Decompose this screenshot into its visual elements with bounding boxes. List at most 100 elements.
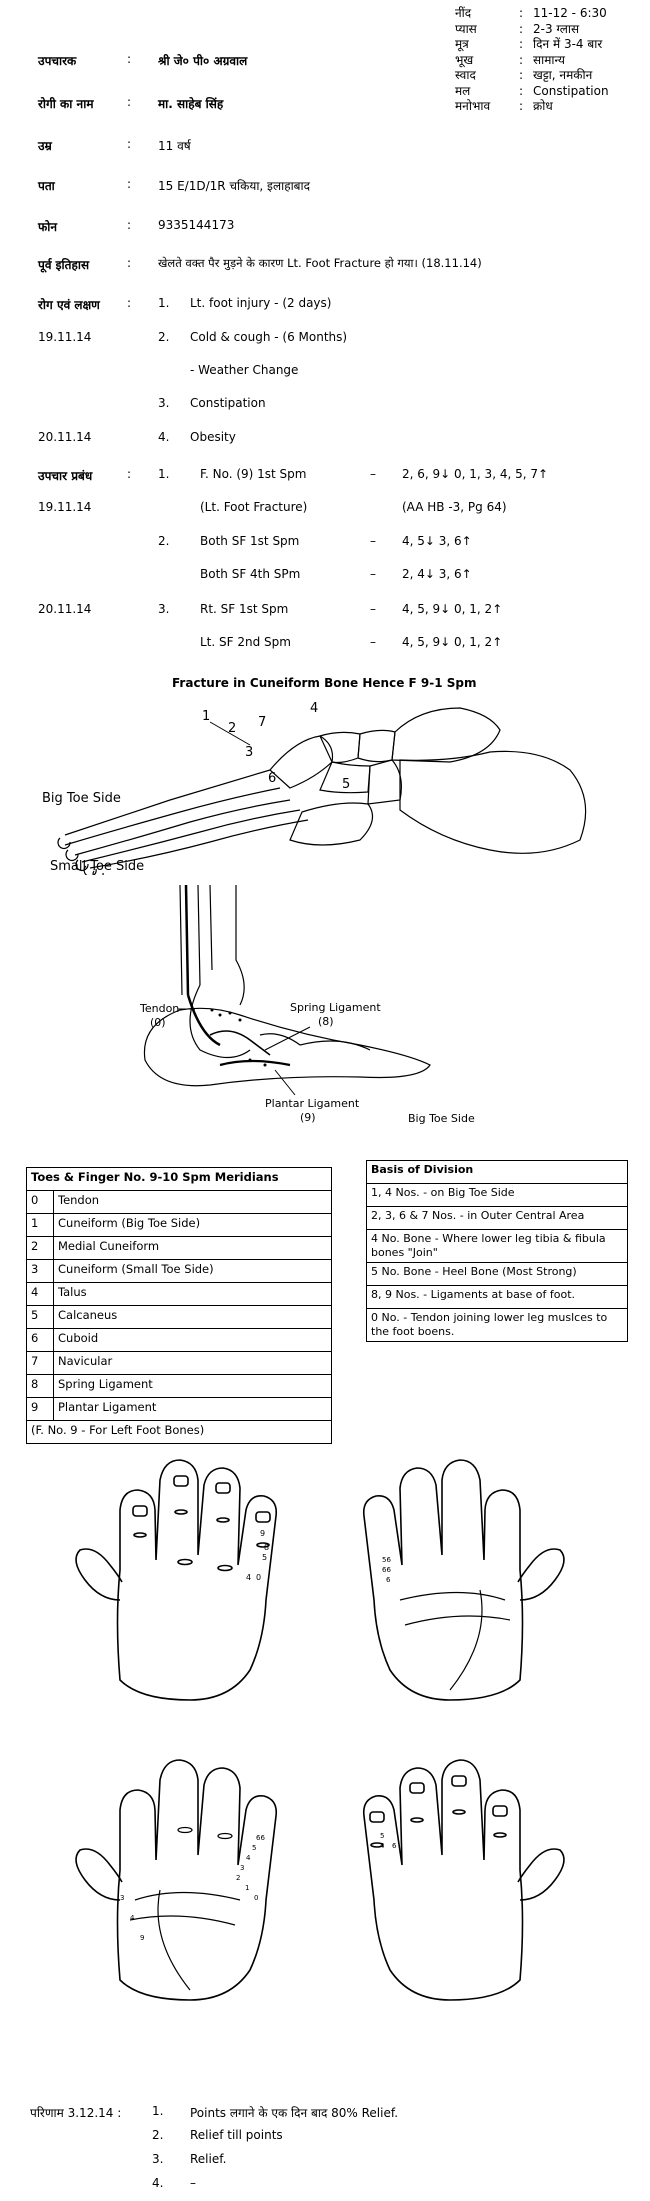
vital-value: 2-3 ग्लास: [533, 21, 580, 36]
treatment-text: (Lt. Foot Fracture): [200, 500, 308, 514]
hand-point: 9: [260, 1529, 265, 1538]
hand-point: 0: [256, 1573, 261, 1582]
treatment-date: 19.11.14: [38, 500, 92, 514]
foot-label-1: 1: [202, 709, 210, 724]
hand-point: 56: [382, 1556, 391, 1564]
table-row: 4 No. Bone - Where lower leg tibia & fib…: [366, 1229, 628, 1263]
hand-point: 6: [392, 1842, 397, 1850]
treatment-text: F. No. (9) 1st Spm: [200, 467, 307, 481]
vital-row: प्यास:2-3 ग्लास: [455, 21, 580, 36]
foot-label-5: 5: [342, 777, 350, 792]
table-row: 2, 3, 6 & 7 Nos. - in Outer Central Area: [366, 1206, 628, 1230]
treatment-points: (AA HB -3, Pg 64): [402, 500, 507, 514]
spring-ligament-number: (8): [318, 1015, 334, 1028]
result-num: 4.: [152, 2176, 164, 2190]
hand-bottom-left: [75, 1759, 278, 2001]
symptom-num: 2.: [158, 330, 170, 344]
hand-point: 5: [252, 1844, 256, 1852]
vital-label: मनोभाव: [455, 99, 491, 113]
result-text: Relief till points: [190, 2128, 283, 2142]
result-label: परिणाम 3.12.14 :: [30, 2106, 122, 2120]
spring-ligament-label: Spring Ligament: [290, 1001, 381, 1014]
vital-label: मूत्र: [455, 37, 469, 51]
hand-point: 66: [382, 1566, 391, 1574]
hand-point: 4: [246, 1854, 251, 1862]
treatment-dash: –: [370, 534, 376, 548]
treatment-dash: –: [370, 467, 376, 481]
hand-point: 5: [380, 1832, 384, 1840]
hand-bottom-right: [362, 1759, 565, 2001]
ankle-ligament-diagram: Tendon (0) Spring Ligament (8) Plantar L…: [140, 885, 475, 1125]
vital-row: मूत्र:दिन में 3-4 बार: [455, 37, 603, 51]
hand-top-left: 9 8 5 4 0: [75, 1459, 278, 1701]
plantar-ligament-label: Plantar Ligament: [265, 1097, 360, 1110]
foot-label-3: 3: [245, 745, 253, 760]
treatment-dash: –: [370, 635, 376, 649]
address-value: 15 E/1D/1R चकिया, इलाहाबाद: [158, 179, 311, 193]
table-row: 0 No. - Tendon joining lower leg muslces…: [366, 1308, 628, 1342]
treatment-points: 4, 5↓ 3, 6↑: [402, 534, 472, 548]
hand-point: 0: [254, 1894, 258, 1902]
hand-point: 66: [256, 1834, 265, 1842]
symptoms-label: रोग एवं लक्षण: [38, 298, 100, 312]
hand-diagrams: 9 8 5 4 0 56 66 6 66 5 4 3 2 1 0 3 4 9: [75, 1459, 565, 2001]
symptom-text: Obesity: [190, 430, 236, 444]
hand-point: 2: [236, 1874, 240, 1882]
hand-point: 5: [262, 1553, 267, 1562]
history-value: खेलते वक्त पैर मुड़ने के कारण Lt. Foot F…: [158, 256, 482, 270]
treatment-points: 2, 4↓ 3, 6↑: [402, 567, 472, 581]
result-text: Points लगाने के एक दिन बाद 80% Relief.: [190, 2106, 399, 2120]
hand-top-right: [362, 1459, 565, 1701]
foot-skeleton-diagram: 1 2 3 7 4 6 5 Big Toe Side Small Toe Sid…: [42, 701, 587, 875]
treatment-text: Rt. SF 1st Spm: [200, 602, 289, 616]
vital-value: सामान्य: [533, 52, 566, 67]
treatment-dash: –: [370, 567, 376, 581]
division-table-title: Basis of Division: [366, 1160, 628, 1184]
vital-value: 11-12 - 6:30: [533, 6, 607, 20]
hand-point: 4: [380, 1842, 385, 1850]
vital-value: क्रोध: [533, 99, 553, 113]
doctor-label: उपचारक: [38, 54, 77, 68]
patient-name: मा. साहेब सिंह: [158, 97, 224, 111]
phone-label: फोन: [38, 220, 58, 234]
patient-name-label: रोगी का नाम: [38, 97, 94, 111]
treatment-points: 2, 6, 9↓ 0, 1, 3, 4, 5, 7↑: [402, 467, 549, 481]
treatment-num: 3.: [158, 602, 170, 616]
vital-value: खट्टा, नमकीन: [533, 68, 593, 82]
age-label: उम्र: [38, 139, 52, 153]
doctor-name: श्री जे० पी० अग्रवाल: [158, 54, 248, 68]
meridian-table-footer: (F. No. 9 - For Left Foot Bones): [26, 1420, 332, 1444]
big-toe-side-label-2: Big Toe Side: [408, 1112, 475, 1125]
hand-point: 9: [140, 1934, 144, 1942]
vitals-block: नींद:11-12 - 6:30 प्यास:2-3 ग्लास मूत्र:…: [455, 6, 609, 115]
symptom-num: 4.: [158, 430, 170, 444]
vital-row: नींद:11-12 - 6:30: [455, 6, 607, 20]
meridian-table-title: Toes & Finger No. 9-10 Spm Meridians: [26, 1167, 332, 1191]
foot-label-7: 7: [258, 715, 266, 730]
result-num: 1.: [152, 2104, 164, 2118]
hand-point: 6: [386, 1576, 391, 1584]
vital-label: नींद: [455, 6, 472, 20]
foot-label-4: 4: [310, 701, 318, 716]
address-label: पता: [38, 179, 55, 193]
result-num: 3.: [152, 2152, 164, 2166]
age-value: 11 वर्ष: [158, 139, 191, 153]
small-toe-side-label: Small Toe Side: [50, 859, 144, 874]
symptom-text: Cold & cough - (6 Months): [190, 330, 348, 344]
symptom-text: Constipation: [190, 396, 266, 410]
vital-row: भूख:सामान्य: [455, 52, 566, 67]
vital-value: Constipation: [533, 83, 609, 98]
symptom-date: 19.11.14: [38, 330, 92, 344]
treatment-points: 4, 5, 9↓ 0, 1, 2↑: [402, 602, 503, 616]
hand-point: 4: [130, 1914, 135, 1922]
plantar-ligament-number: (9): [300, 1111, 316, 1124]
history-label: पूर्व इतिहास: [38, 258, 90, 272]
